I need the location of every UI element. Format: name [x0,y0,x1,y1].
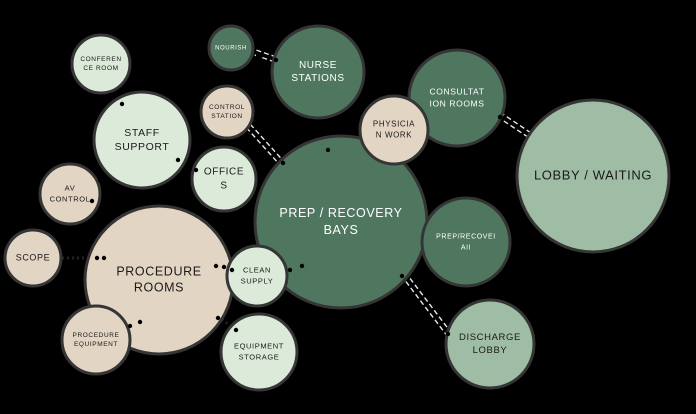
connector-dot [119,101,125,107]
node-circle [358,94,430,166]
node-label-line: CONTROL [50,194,91,203]
node-label-line: STATIONS [291,73,344,84]
node-circle [60,304,132,376]
node-label-line: AII [461,244,471,251]
node-label-line: PREP / RECOVERY [279,206,402,220]
connector-dot [94,255,100,261]
node-circle [420,196,512,288]
node-label-line: LOBBY [473,345,508,356]
connector-dot [221,264,227,270]
node-label-line: STAFF [124,127,159,139]
node-nourish: NOURISH [207,24,255,72]
node-control-station: CONTROL STATION [199,84,255,140]
node-label-line: DISCHARGE [459,332,521,343]
link-procedure-storage [217,314,237,332]
node-circle [3,228,63,288]
node-label-line: PROCEDURE [116,264,201,278]
connector-dot [193,167,199,173]
node-offices: OFFICE S [190,145,258,213]
node-circle [70,33,132,95]
node-nurse-stations: NURSE STATIONS [270,24,366,120]
node-circle [199,84,255,140]
node-label-line: LOBBY / WAITING [534,167,652,182]
node-label-line: S [220,181,227,192]
connector-dot [97,177,103,183]
node-circle [225,244,289,308]
connector-dot [233,327,239,333]
node-circle [219,312,299,392]
node-label-line: CE ROOM [83,65,118,72]
node-circle [92,90,192,190]
node-label-line: PROCEDURE [73,332,120,339]
node-label-line: CLEAN [243,265,271,274]
node-label-line: ROOMS [134,280,184,294]
connector-dot [101,255,107,261]
node-label-line: STORAGE [239,352,280,361]
node-label-line: CONFEREN [80,56,121,63]
node-label-line: AV [65,183,76,192]
connector-dot [229,267,235,273]
link-nourish-nurse [246,46,285,66]
connector-dot [137,319,143,325]
connector-dot [399,273,405,279]
node-clean-supply: CLEAN SUPPLY [225,244,289,308]
node-label-line: SUPPLY [241,276,274,285]
connector-dot [107,92,113,98]
connector-dot [445,331,451,337]
node-label-line: N WORK [376,131,413,140]
node-circle [190,145,258,213]
node-conference-room: CONFEREN CE ROOM [70,33,132,95]
node-staff-support: STAFF SUPPORT [92,90,192,190]
connector-dot [175,157,181,163]
node-label-line: EQUIPMENT [234,341,284,350]
node-physician-work: PHYSICIA N WORK [358,94,430,166]
connector-dot [497,114,503,120]
bubbles: LOBBY / WAITING PREP / RECOVERY BAYS PROCED… [3,24,671,392]
connector-dot [89,198,95,204]
node-circle [515,98,671,254]
node-prep-recovery-small: PREP/RECOVEI AII [420,196,512,288]
node-label-line: NOURISH [215,46,247,52]
node-procedure-equipment: PROCEDURE EQUIPMENT [60,304,132,376]
node-circle [270,24,366,120]
node-label-line: NURSE [299,60,337,71]
node-av-control: AV CONTROL [38,162,102,226]
node-lobby-waiting: LOBBY / WAITING [515,98,671,254]
node-discharge-lobby: DISCHARGE LOBBY [444,298,536,390]
connector-dot [299,263,305,269]
node-circle [38,162,102,226]
node-label-line: PREP/RECOVEI [436,233,496,240]
node-label-line: STATION [211,113,242,120]
node-label-line: EQUIPMENT [74,341,118,348]
node-label-line: SUPPORT [115,141,170,153]
link-prep-discharge [405,278,455,340]
node-label-line: PHYSICIA [373,120,415,129]
connector-dot [215,315,221,321]
node-equipment-storage: EQUIPMENT STORAGE [219,312,299,392]
node-scope: SCOPE [3,228,63,288]
node-circle [207,24,255,72]
connector-dot [280,160,286,166]
node-label-line: OFFICE [204,167,244,178]
connector-dot [127,323,133,329]
node-label-line: SCOPE [16,252,51,262]
node-label-line: ION ROOMS [430,98,485,108]
connector-dot [213,263,219,269]
connector-dot [273,57,279,63]
connector-dot [325,147,331,153]
node-label-line: BAYS [324,223,359,237]
node-label-line: CONTROL [209,104,245,111]
node-circle [444,298,536,390]
node-label-line: CONSULTAT [430,86,485,96]
connector-dot [255,53,261,59]
connector-dot [287,267,293,273]
